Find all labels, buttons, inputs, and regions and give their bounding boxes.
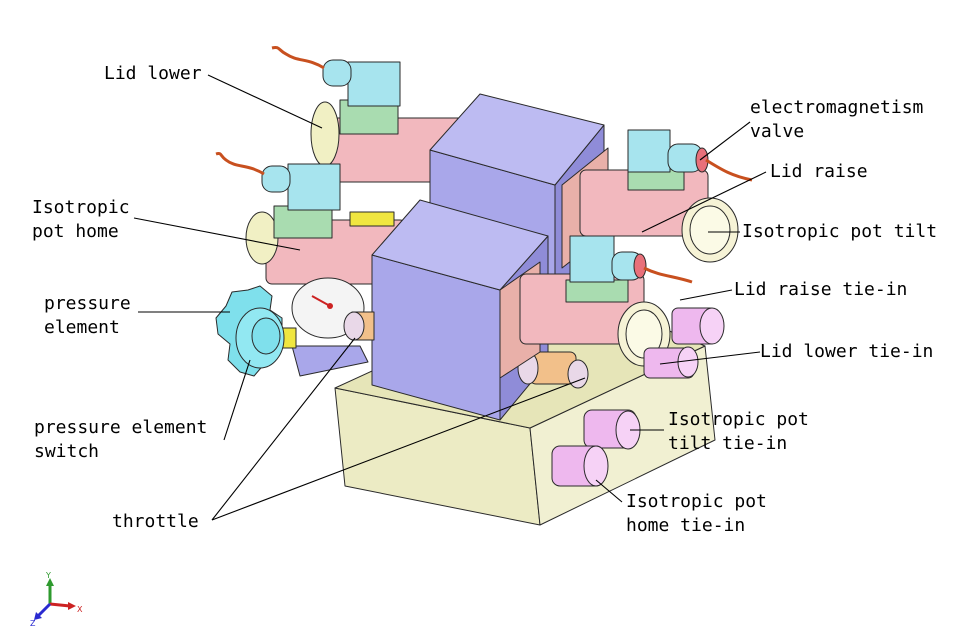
throttle-left bbox=[343, 311, 375, 341]
leader-lines bbox=[133, 74, 767, 521]
label-throttle-text: throttle bbox=[112, 511, 199, 532]
label-lid-raise: Lid raise bbox=[770, 160, 868, 184]
leader-pressure-element-switch bbox=[223, 359, 251, 441]
label-isotropic-pot-tilt: Isotropic pot tilt bbox=[742, 220, 937, 244]
label-pressure-element-switch: pressure element switch bbox=[34, 416, 207, 464]
leader-throttle-a bbox=[211, 337, 356, 521]
label-electromagnetism-valve: electromagnetism valve bbox=[750, 96, 923, 144]
x-axis-arrow bbox=[49, 602, 71, 608]
label-isotropic-pot-tilt-text: Isotropic pot tilt bbox=[742, 221, 938, 242]
axis-z-label: Z bbox=[30, 619, 36, 628]
label-isotropic-pot-home-line-2: pot home bbox=[32, 221, 119, 242]
label-pressure-element-switch-line-2: switch bbox=[34, 441, 100, 462]
isotropic-pot-home-solenoid bbox=[215, 152, 341, 239]
label-lid-raise-text: Lid raise bbox=[770, 161, 868, 182]
label-pressure-element-switch-line-1: pressure element bbox=[34, 417, 208, 438]
isotropic-pot-home-tie-in-port bbox=[551, 445, 609, 487]
leader-lid-raise-tie-in bbox=[679, 289, 733, 301]
lid-lower-solenoid bbox=[271, 46, 401, 135]
label-lid-lower: Lid lower bbox=[104, 62, 202, 86]
label-lid-raise-tie-in-text: Lid raise tie-in bbox=[734, 279, 908, 300]
lid-raise-solenoid bbox=[627, 129, 753, 191]
pressure-element-knob bbox=[215, 285, 285, 377]
leader-isotropic-pot-home-tie-in bbox=[595, 479, 623, 503]
label-isotropic-pot-home-tie-in-line-1: Isotropic pot bbox=[626, 491, 767, 512]
label-pressure-element-line-1: pressure bbox=[44, 293, 131, 314]
leader-lid-lower-tie-in bbox=[659, 351, 761, 365]
label-lid-raise-tie-in: Lid raise tie-in bbox=[734, 278, 907, 302]
label-electromagnetism-valve-line-1: electromagnetism bbox=[750, 97, 924, 118]
label-isotropic-pot-tilt-tie-in-line-2: tilt tie-in bbox=[668, 433, 788, 454]
leader-isotropic-pot-home bbox=[133, 217, 301, 251]
label-pressure-element: pressure element bbox=[44, 292, 131, 340]
label-isotropic-pot-tilt-tie-in: Isotropic pot tilt tie-in bbox=[668, 408, 809, 456]
leader-throttle-b bbox=[211, 377, 586, 521]
label-isotropic-pot-home-tie-in-line-2: home tie-in bbox=[626, 515, 746, 536]
isotropic-pot-tilt-tie-in-port bbox=[583, 409, 641, 450]
label-isotropic-pot-tilt-tie-in-line-1: Isotropic pot bbox=[668, 409, 809, 430]
isotropic-pot-tilt-solenoid bbox=[565, 235, 693, 303]
label-lid-lower-text: Lid lower bbox=[104, 63, 202, 84]
label-electromagnetism-valve-line-2: valve bbox=[750, 121, 805, 142]
label-isotropic-pot-home-line-1: Isotropic bbox=[32, 197, 130, 218]
label-isotropic-pot-home: Isotropic pot home bbox=[32, 196, 130, 244]
axis-x-label: X bbox=[77, 605, 83, 614]
leader-electromagnetism-valve bbox=[699, 121, 751, 161]
leader-lid-raise bbox=[641, 171, 767, 233]
axis-triad: Y X Z bbox=[30, 571, 83, 628]
axis-y-label: Y bbox=[45, 571, 51, 580]
label-isotropic-pot-home-tie-in: Isotropic pot home tie-in bbox=[626, 490, 767, 538]
label-lid-lower-tie-in-text: Lid lower tie-in bbox=[760, 341, 934, 362]
label-pressure-element-line-2: element bbox=[44, 317, 120, 338]
label-lid-lower-tie-in: Lid lower tie-in bbox=[760, 340, 933, 364]
leader-lid-lower bbox=[207, 74, 323, 129]
z-axis-arrow bbox=[36, 602, 52, 618]
lid-raise-tie-in-port bbox=[671, 307, 725, 345]
label-throttle: throttle bbox=[112, 510, 199, 534]
